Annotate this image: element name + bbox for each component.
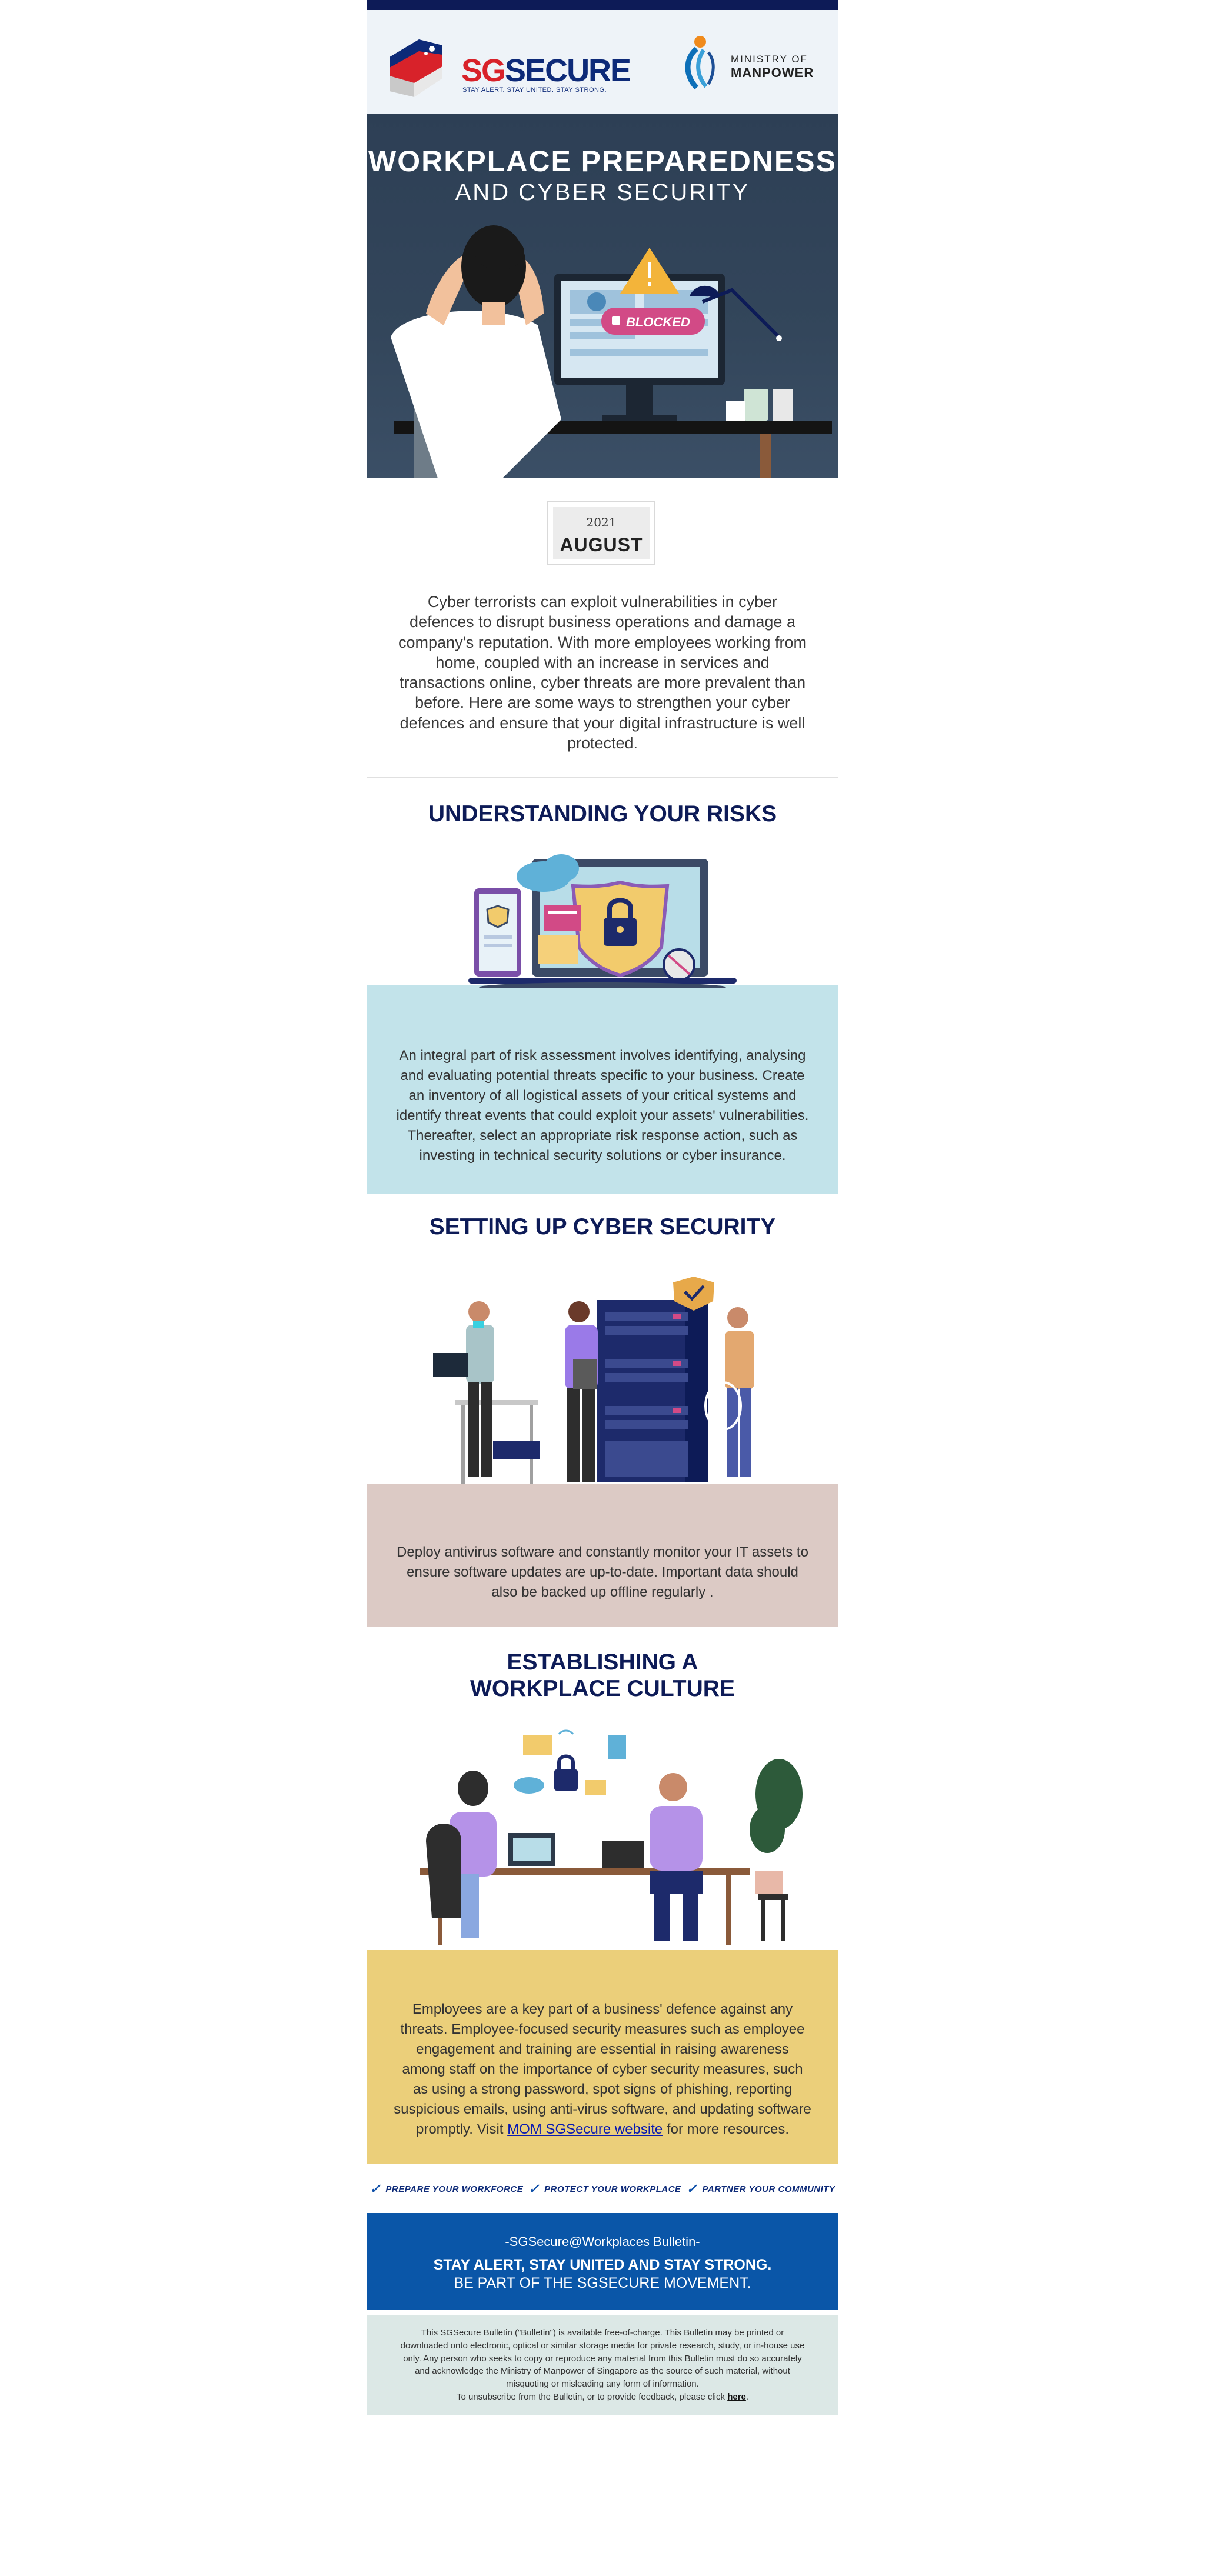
issue-date: 2021 AUGUST	[547, 501, 655, 565]
hero-illustration: BLOCKED	[391, 225, 832, 478]
bulletin-movement: BE PART OF THE SGSECURE MOVEMENT.	[454, 2275, 751, 2291]
mom-logo[interactable]: MINISTRY OF MANPOWER	[679, 29, 820, 94]
culture-body-wrapper: Employees are a key part of a business' …	[393, 2000, 812, 2140]
mom-wordmark: MINISTRY OF MANPOWER	[731, 54, 814, 80]
mom-line2: MANPOWER	[731, 65, 814, 80]
blocked-label: BLOCKED	[626, 315, 690, 329]
mug-icon	[744, 389, 768, 421]
person-laptop-icon	[433, 1301, 494, 1477]
laptop-scene	[468, 854, 737, 988]
plant-icon	[750, 1759, 803, 1941]
mail-icon	[585, 1780, 606, 1795]
risks-body: An integral part of risk assessment invo…	[396, 1048, 809, 1164]
bulletin-name: -SGSecure@Workplaces Bulletin-	[505, 2234, 700, 2249]
mom-sgsecure-link[interactable]: MOM SGSecure website	[507, 2121, 663, 2138]
culture-illustration	[420, 1729, 803, 1945]
pillar-prepare-label: PREPARE YOUR WORKFORCE	[385, 2184, 524, 2194]
risks-panel: An integral part of risk assessment invo…	[367, 988, 838, 1194]
unsubscribe-suffix: .	[745, 2391, 749, 2402]
checkmark-icon: ✓	[370, 2181, 381, 2196]
lamp-icon	[701, 288, 781, 339]
stressed-person-icon	[391, 225, 561, 478]
culture-body-end: for more resources.	[666, 2121, 789, 2138]
laptop-icon	[602, 1841, 644, 1868]
id-card-icon	[523, 1735, 552, 1755]
checkmark-icon: ✓	[528, 2181, 540, 2196]
culture-panel: Employees are a key part of a business' …	[367, 1950, 838, 2164]
wifi-icon	[558, 1729, 574, 1735]
culture-title-line1: ESTABLISHING A	[507, 1649, 698, 1675]
section-title-culture: ESTABLISHING A WORKPLACE CULTURE	[367, 1649, 838, 1702]
culture-title-line2: WORKPLACE CULTURE	[470, 1675, 735, 1701]
issue-year: 2021	[586, 515, 617, 529]
bulletin-banner: -SGSecure@Workplaces Bulletin- STAY ALER…	[367, 2213, 838, 2310]
footer: This SGSecure Bulletin ("Bulletin") is a…	[367, 2315, 838, 2415]
person-right-icon	[650, 1773, 703, 1941]
footer-unsubscribe: To unsubscribe from the Bulletin, or to …	[398, 2391, 807, 2404]
sgsecure-emblem-icon	[390, 39, 442, 97]
lock-icon	[554, 1769, 578, 1791]
cloud-icon	[514, 1777, 544, 1794]
unsubscribe-link[interactable]: here	[727, 2391, 746, 2402]
sgsecure-wordmark: SGSECURE	[461, 52, 631, 89]
blocked-badge	[601, 308, 705, 335]
sgsecure-logo[interactable]: SGSECURE STAY ALERT. STAY UNITED. STAY S…	[384, 22, 631, 104]
unsubscribe-text: To unsubscribe from the Bulletin, or to …	[456, 2391, 725, 2402]
top-bar	[367, 0, 838, 10]
header: SGSECURE STAY ALERT. STAY UNITED. STAY S…	[367, 10, 838, 114]
mom-line1: MINISTRY OF	[731, 54, 808, 65]
security-panel: Deploy antivirus software and constantly…	[367, 1484, 838, 1627]
pillar-protect: ✓ PROTECT YOUR WORKPLACE	[528, 2181, 681, 2197]
section-title-risks: UNDERSTANDING YOUR RISKS	[428, 801, 777, 827]
culture-body: Employees are a key part of a business' …	[394, 2001, 811, 2138]
divider	[367, 777, 838, 778]
person-tablet-icon	[565, 1301, 598, 1482]
sgsecure-sg: SG	[461, 53, 506, 88]
mom-emblem-icon	[685, 36, 715, 90]
sgsecure-tagline: STAY ALERT. STAY UNITED. STAY STRONG.	[462, 86, 607, 94]
card-icon	[544, 905, 581, 931]
hero-banner: WORKPLACE PREPAREDNESS AND CYBER SECURIT…	[367, 114, 838, 478]
hero-title-line2: AND CYBER SECURITY	[455, 179, 750, 205]
bulletin-slogan: STAY ALERT, STAY UNITED AND STAY STRONG.	[433, 2257, 772, 2273]
lock-icon	[612, 316, 620, 325]
pillar-partner: ✓ PARTNER YOUR COMMUNITY	[687, 2181, 835, 2197]
document-icon	[608, 1735, 626, 1759]
sgsecure-secure: SECURE	[505, 53, 631, 88]
intro-paragraph: Cyber terrorists can exploit vulnerabili…	[398, 593, 807, 752]
newsletter-column: SGSECURE STAY ALERT. STAY UNITED. STAY S…	[367, 0, 838, 478]
person-cable-icon	[704, 1307, 754, 1477]
section-title-security: SETTING UP CYBER SECURITY	[429, 1214, 776, 1239]
hero-title-line1: WORKPLACE PREPAREDNESS	[368, 145, 837, 178]
envelope-icon	[538, 935, 578, 964]
security-body: Deploy antivirus software and constantly…	[397, 1544, 808, 1601]
issue-month: AUGUST	[560, 534, 643, 555]
security-illustration	[433, 1277, 754, 1487]
pillars-row: ✓ PREPARE YOUR WORKFORCE ✓ PROTECT YOUR WO…	[367, 2179, 838, 2199]
person-left-icon	[426, 1771, 497, 1938]
pillar-protect-label: PROTECT YOUR WORKPLACE	[544, 2184, 681, 2194]
security-shield-icon	[673, 1277, 714, 1311]
pillar-prepare: ✓ PREPARE YOUR WORKFORCE	[370, 2181, 523, 2197]
checkmark-icon: ✓	[686, 2181, 698, 2196]
footer-disclaimer: This SGSecure Bulletin ("Bulletin") is a…	[400, 2328, 805, 2389]
pillar-partner-label: PARTNER YOUR COMMUNITY	[702, 2184, 835, 2194]
